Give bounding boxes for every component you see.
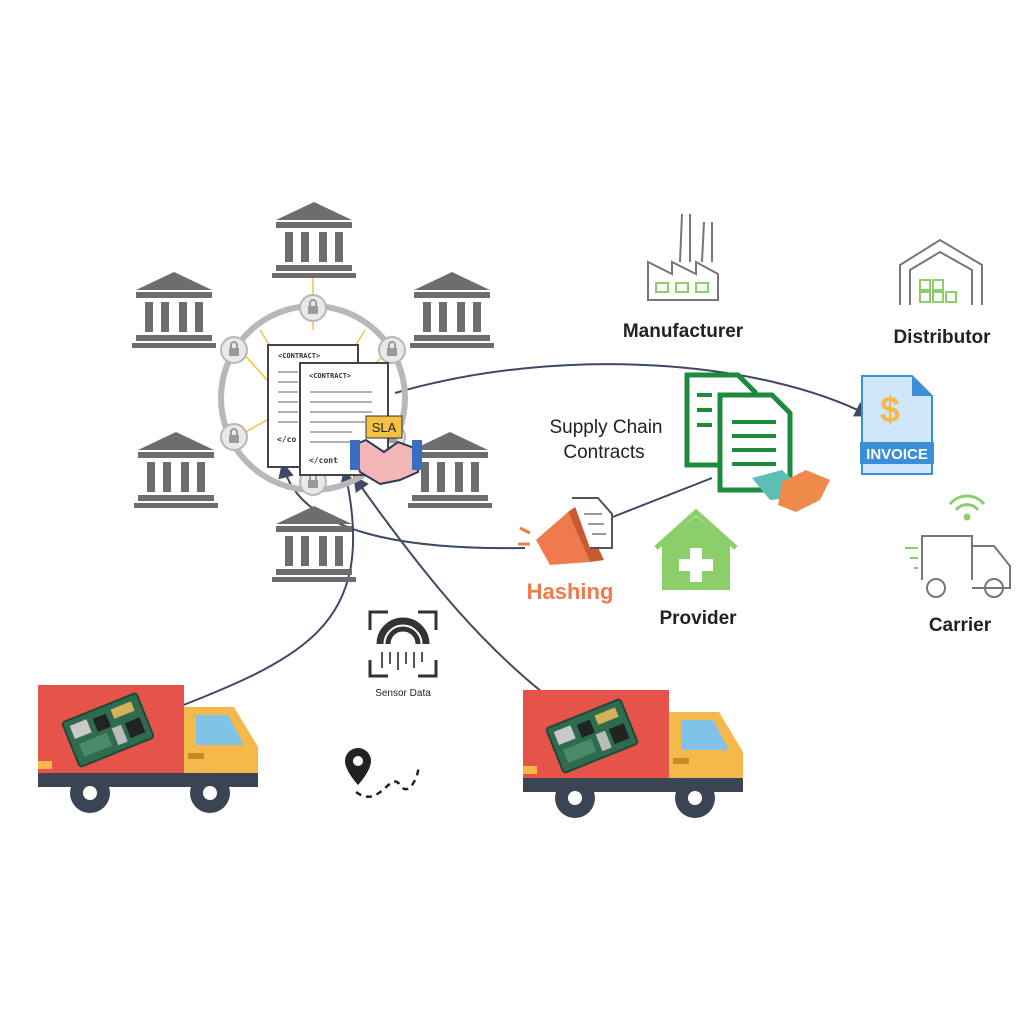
sensor-data-node: Sensor Data: [368, 610, 438, 699]
location-pin-icon: [345, 748, 420, 798]
distributor-label: Distributor: [893, 327, 991, 348]
lock-icon: [299, 294, 327, 322]
svg-text:</co: </co: [277, 435, 296, 444]
handshake-icon: [752, 470, 830, 512]
megaphone-icon: [518, 497, 613, 565]
bank-icon: [272, 506, 356, 582]
provider-node: Provider: [654, 508, 738, 629]
hashing-label: Hashing: [527, 579, 614, 604]
truck-left: [38, 685, 258, 813]
line-contracts-to-hashing: [604, 477, 713, 521]
provider-label: Provider: [659, 608, 737, 629]
supply-chain-label-line1: Supply Chain: [549, 417, 662, 438]
bank-icon: [134, 432, 218, 508]
documents-icon: [684, 372, 793, 493]
carrier-node: Carrier: [905, 494, 1011, 636]
lock-icon: [220, 423, 248, 451]
distributor-node: Distributor: [893, 238, 991, 348]
arrow-truck1-to-contract: [149, 468, 356, 719]
supply-chain-label-line2: Contracts: [563, 442, 644, 463]
wifi-icon: [948, 494, 986, 521]
carrier-label: Carrier: [929, 615, 992, 636]
invoice-node: $ INVOICE: [860, 375, 934, 475]
bank-icon: [132, 272, 216, 348]
svg-text:$: $: [880, 389, 900, 430]
blockchain-network: <CONTRACT> </co <CONTRACT>: [132, 202, 494, 582]
fingerprint-icon: [368, 610, 438, 678]
arrow-contract-to-invoice: [394, 363, 871, 417]
warehouse-icon: [899, 238, 983, 305]
lock-icon: [220, 336, 248, 364]
manufacturer-label: Manufacturer: [623, 321, 744, 342]
hashing-node: Hashing: [518, 497, 614, 604]
bank-icon: [272, 202, 356, 278]
invoice-icon: $ INVOICE: [860, 375, 934, 475]
house-cross-icon: [654, 508, 738, 590]
delivery-van-icon: [905, 535, 1011, 598]
svg-text:<CONTRACT>: <CONTRACT>: [309, 372, 351, 380]
sla-badge: SLA: [365, 415, 403, 439]
truck-icon: [38, 685, 258, 813]
factory-icon: [647, 213, 719, 301]
svg-text:<CONTRACT>: <CONTRACT>: [278, 352, 320, 360]
handshake-icon: [350, 438, 422, 486]
truck-right: [523, 690, 743, 818]
supply-chain-contracts-node: Supply Chain Contracts: [549, 372, 830, 512]
manufacturer-node: Manufacturer: [623, 213, 744, 342]
sensor-data-label: Sensor Data: [375, 688, 431, 699]
svg-text:SLA: SLA: [372, 420, 397, 435]
lock-icon: [378, 336, 406, 364]
svg-text:</cont: </cont: [309, 456, 338, 465]
bank-icon: [410, 272, 494, 348]
invoice-label: INVOICE: [866, 446, 928, 463]
